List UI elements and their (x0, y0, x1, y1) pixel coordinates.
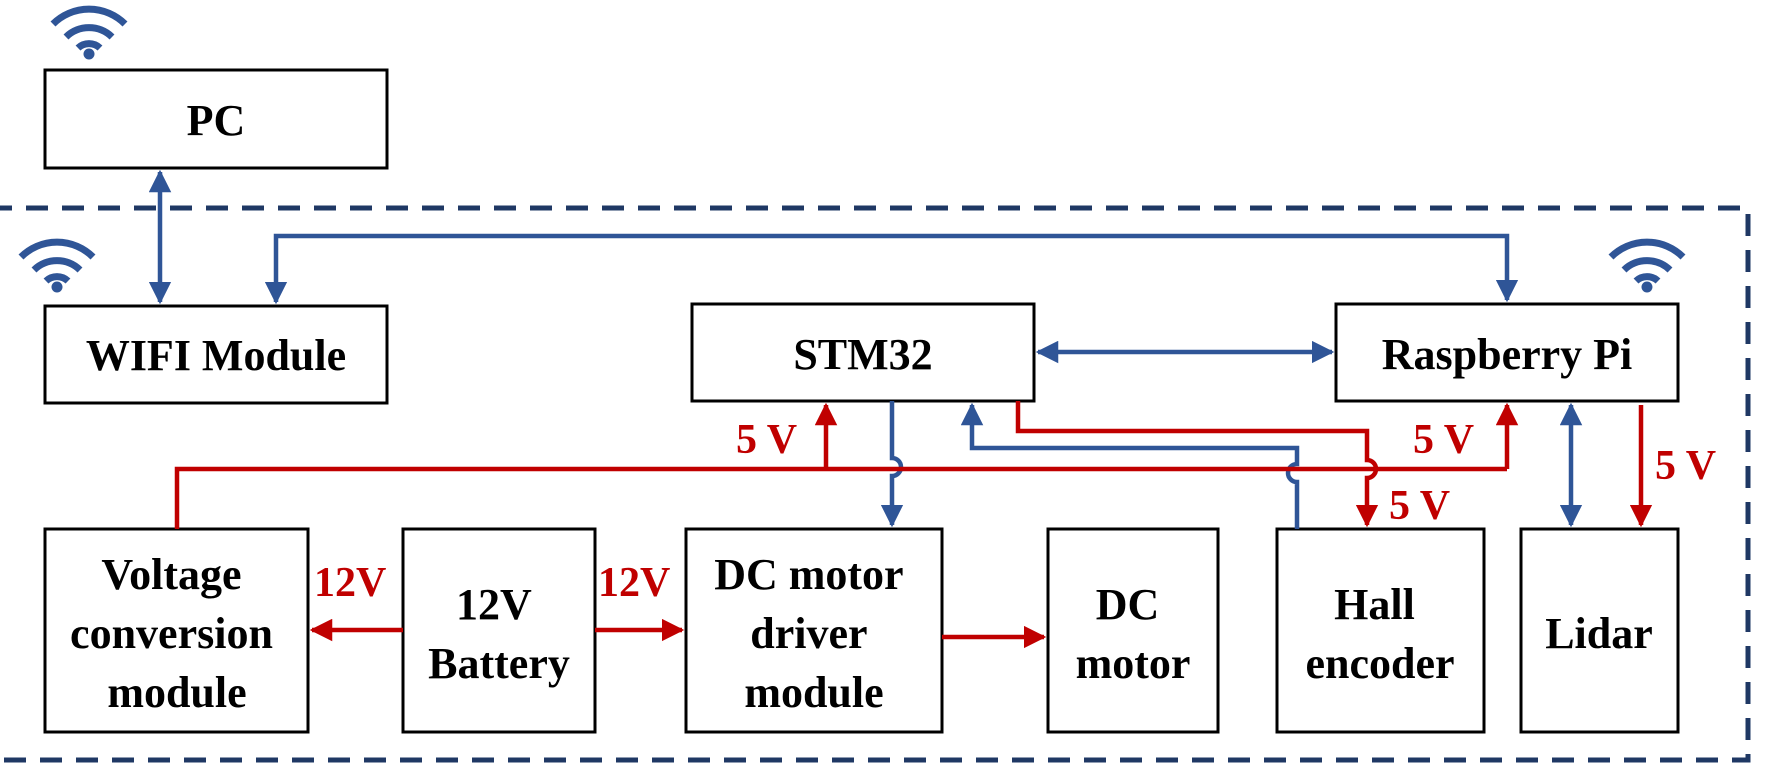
wifi-icon (1608, 238, 1686, 293)
robot-system-boundary (0, 205, 1751, 763)
stm32-block: STM32 (690, 302, 1036, 403)
svg-text:Raspberry Pi: Raspberry Pi (1382, 330, 1633, 379)
5v-power-bus (174, 466, 1507, 529)
pc-block: PC (43, 68, 389, 170)
svg-text:WIFI Module: WIFI Module (86, 331, 346, 380)
voltage-conversion-module-block: Voltage conversion module (43, 527, 310, 734)
vconv-12v-label: 12V (314, 560, 386, 606)
raspberry-pi-block: Raspberry Pi (1334, 302, 1680, 403)
rpi-5v-label: 5 V (1413, 417, 1474, 463)
battery-block: 12V Battery (401, 527, 597, 734)
dc-motor-block: DC motor (1046, 527, 1220, 734)
lidar-5v-label: 5 V (1655, 443, 1716, 489)
driver-12v-label: 12V (598, 560, 670, 606)
svg-text:Lidar: Lidar (1545, 609, 1653, 658)
wifi-rpi-link (264, 233, 1519, 305)
hall-encoder-5v-label: 5 V (1389, 483, 1450, 529)
svg-text:Hall encoder: Hall encoder (1305, 580, 1454, 688)
svg-text:DC motor driver mo: DC motor driver module (714, 550, 914, 717)
wifi-module-block: WIFI Module (43, 304, 389, 405)
stm32-to-driver-signal (880, 401, 904, 528)
wifi-icon (18, 238, 96, 293)
stm32-5v-label: 5 V (736, 417, 797, 463)
dc-motor-driver-module-block: DC motor driver module (684, 527, 944, 734)
svg-text:Voltage conversion: Voltage conversion module (70, 550, 284, 717)
lidar-block: Lidar (1519, 527, 1680, 734)
svg-text:PC: PC (187, 96, 246, 145)
hall-encoder-5v-feed (1015, 401, 1379, 528)
hall-encoder-block: Hall encoder (1275, 527, 1486, 734)
svg-text:STM32: STM32 (793, 330, 932, 379)
svg-text:DC motor: DC motor (1076, 580, 1191, 688)
wifi-icon (50, 5, 128, 60)
svg-text:12V Battery: 12V Battery (428, 580, 570, 688)
